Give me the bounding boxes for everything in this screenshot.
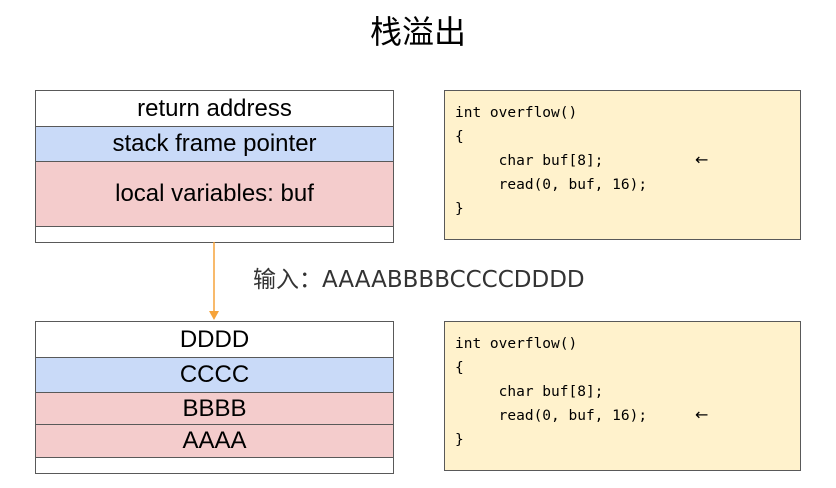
- code-line: char buf[8];: [455, 384, 604, 400]
- stack-row-bbbb: BBBB: [36, 393, 393, 425]
- left-arrow-icon: ←: [695, 405, 709, 424]
- left-arrow-icon: ←: [695, 150, 709, 169]
- stack-row-aaaa: AAAA: [36, 425, 393, 458]
- code-box-after: int overflow() { char buf[8]; read(0, bu…: [444, 321, 801, 471]
- input-value: AAAABBBBCCCCDDDD: [322, 267, 585, 293]
- stack-row-dddd: DDDD: [36, 322, 393, 358]
- input-label: 输入：: [253, 267, 322, 293]
- code-line: int overflow(): [455, 105, 578, 121]
- stack-row-cccc: CCCC: [36, 358, 393, 393]
- stack-before: return address stack frame pointer local…: [35, 90, 394, 243]
- stack-row-empty: [36, 458, 393, 473]
- code-line: read(0, buf, 16);: [455, 177, 648, 193]
- stack-row-empty: [36, 227, 393, 242]
- code-line: }: [455, 201, 464, 217]
- stack-row-return-address: return address: [36, 91, 393, 127]
- flow-arrow-head: [209, 311, 219, 320]
- code-line: int overflow(): [455, 336, 578, 352]
- code-line: read(0, buf, 16);: [455, 408, 648, 424]
- code-line: }: [455, 432, 464, 448]
- code-line: {: [455, 129, 464, 145]
- code-line: {: [455, 360, 464, 376]
- input-text: 输入：AAAABBBBCCCCDDDD: [253, 264, 585, 296]
- stack-row-frame-pointer: stack frame pointer: [36, 127, 393, 162]
- diagram-title: 栈溢出: [369, 13, 466, 51]
- stack-row-local-variables: local variables: buf: [36, 162, 393, 227]
- stack-after: DDDD CCCC BBBB AAAA: [35, 321, 394, 474]
- code-box-before: int overflow() { char buf[8]; read(0, bu…: [444, 90, 801, 240]
- code-line: char buf[8];: [455, 153, 604, 169]
